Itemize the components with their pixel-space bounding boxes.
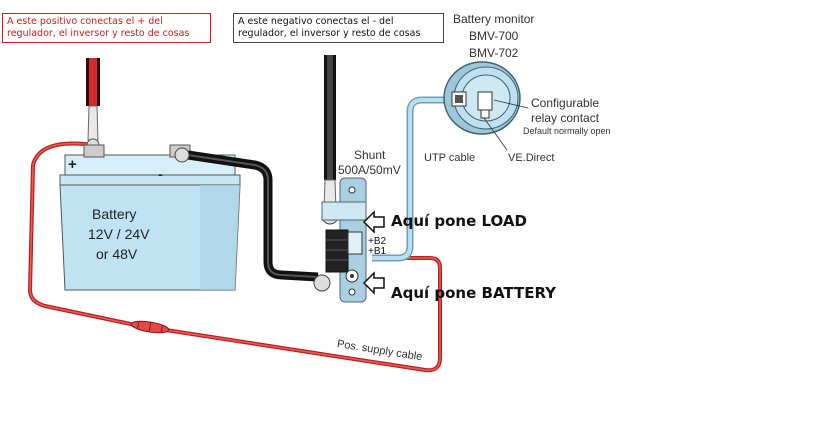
battery-minus: -	[158, 166, 163, 182]
terminal-b1: +B1	[368, 246, 387, 257]
negative-note: A este negativo conectas el - del regula…	[233, 13, 444, 43]
shunt	[313, 177, 367, 303]
shunt-title: Shunt	[354, 148, 386, 162]
relay-label-2: relay contact	[531, 111, 600, 125]
battery-monitor	[443, 61, 521, 135]
utp-cable	[372, 96, 455, 262]
relay-label-3: Default normally open	[523, 126, 611, 136]
negative-cable-battery	[174, 147, 319, 282]
negative-cable-top	[321, 55, 339, 225]
battery-arrow	[362, 271, 385, 295]
monitor-model-1: BMV-700	[469, 29, 519, 43]
load-arrow	[362, 210, 385, 234]
vedirect-label: VE.Direct	[508, 152, 555, 164]
battery-plus: +	[68, 156, 77, 173]
shunt-rating: 500A/50mV	[338, 163, 401, 177]
battery-label-2: 12V / 24V	[88, 226, 150, 242]
load-annotation: Aquí pone LOAD	[391, 212, 527, 230]
monitor-model-2: BMV-702	[469, 46, 519, 60]
relay-leader	[493, 99, 529, 109]
fuse	[130, 320, 170, 334]
positive-cable	[86, 58, 100, 152]
battery	[59, 144, 241, 291]
terminal-b2: +B2	[368, 236, 387, 247]
battery-annotation: Aquí pone BATTERY	[391, 284, 557, 302]
utp-label: UTP cable	[424, 152, 476, 164]
positive-note: A este positivo conectas el + del regula…	[2, 13, 211, 43]
monitor-title: Battery monitor	[453, 12, 535, 26]
battery-label-3: or 48V	[96, 246, 138, 262]
relay-label-1: Configurable	[531, 96, 600, 110]
battery-label-1: Battery	[92, 206, 137, 222]
vedirect-leader	[483, 117, 508, 151]
